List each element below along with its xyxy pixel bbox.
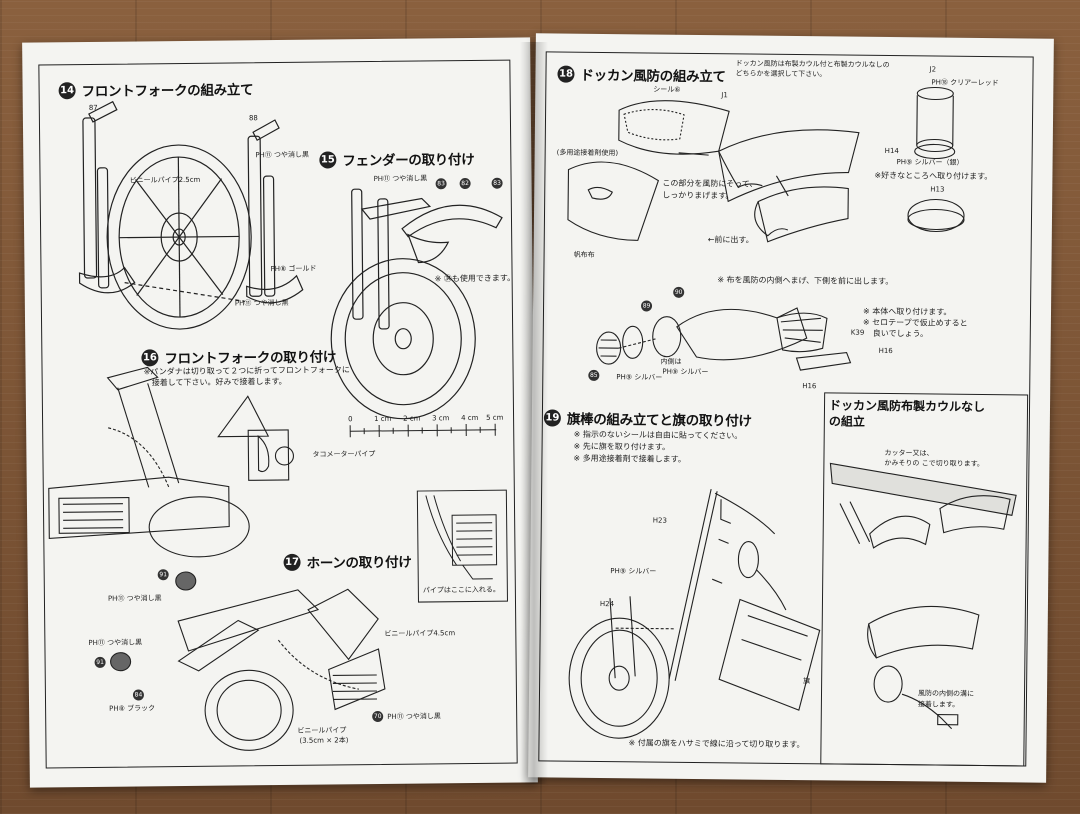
- part-h16a-label: H16: [878, 346, 893, 356]
- engine-pipe-illustration: [422, 495, 503, 582]
- step-19-number: 19: [543, 408, 561, 427]
- no-cowl-heading-line-1: ドッカン風防布製カウルなし: [828, 398, 986, 415]
- step-19-note-3: ※ 多用途接着剤で接着します。: [573, 453, 686, 464]
- groove-glue-illustration: [858, 604, 989, 735]
- lamp-illustration: [906, 85, 988, 236]
- step-19-note-2: ※ 先に旗を取り付けます。: [573, 441, 671, 452]
- ruler-tick-0: 0: [348, 415, 353, 424]
- step-19-note-1: ※ 指示のないシールは自由に貼ってください。: [573, 429, 743, 441]
- pipe-insert-note: パイプはここに入れる。: [422, 585, 500, 595]
- ruler-tick-5: 5 cm: [486, 413, 504, 422]
- headlight-assembly-illustration: [596, 296, 867, 389]
- body-mount-note-1: ※ 本体へ取り付けます。: [862, 306, 952, 317]
- black-paint-label: PH⑧ ブラック: [109, 704, 156, 713]
- step-18-number: 18: [557, 65, 575, 83]
- vinyl-pipe-45-label: ビニールパイプ4.5cm: [384, 629, 456, 638]
- step-18-desc-line-2: どちらかを選択して下さい。: [735, 69, 827, 79]
- part-91b-marker: 91: [94, 656, 106, 668]
- step-17-matte-black-label-3: PH⑪ つや消し黒: [387, 712, 441, 721]
- tacho-detail-illustration: [244, 426, 305, 487]
- horn-illustration: [158, 559, 390, 751]
- ruler-tick-4: 4 cm: [461, 413, 479, 423]
- cloth-fold-note: ※ 布を風防の内側へまげ、下側を前に出します。: [717, 275, 894, 287]
- no-cowl-heading: ドッカン風防布製カウルなし の組立: [829, 397, 985, 431]
- step-14-number: 14: [58, 81, 76, 99]
- part-j2-label: J2: [929, 65, 937, 74]
- step-17-matte-black-label-1: PH⑪ つや消し黒: [107, 594, 162, 603]
- step-17-matte-black-label-2: PH⑪ つや消し黒: [88, 638, 143, 648]
- scale-ruler: 0 1 cm 2 cm 3 cm 4 cm 5 cm: [348, 413, 503, 442]
- part-h14-label: H14: [884, 146, 899, 156]
- part-84-marker: 84: [132, 689, 145, 701]
- no-cowl-heading-line-2: の組立: [828, 414, 865, 429]
- windshield-assembly-illustration: [568, 90, 860, 263]
- right-page: 18 ドッカン風防の組み立て ドッカン風防は布製カウル付と布製カウルなしの どち…: [528, 33, 1054, 783]
- cutter-note-line-1: カッター又は、: [884, 448, 934, 458]
- fork-mounting-illustration: [47, 356, 289, 549]
- ruler-tick-1: 1 cm: [374, 414, 392, 424]
- cutter-illustration: [829, 463, 1020, 555]
- step-19-heading: 19 旗棒の組み立てと旗の取り付け: [543, 407, 752, 430]
- body-mount-note-2: ※ セロテープで仮止めすると: [862, 317, 968, 328]
- step-18-heading: 18 ドッカン風防の組み立て: [557, 64, 726, 86]
- ruler-tick-2: 2 cm: [403, 414, 421, 423]
- body-mount-note-3: 良いでしょう。: [872, 328, 929, 339]
- ruler-ticks: [348, 424, 498, 440]
- step-14-heading: 14 フロントフォークの組み立て: [58, 78, 254, 101]
- no-cowl-assembly-box: ドッカン風防布製カウルなし の組立 カッター又は、 かみそりの こで切り取ります…: [820, 392, 1029, 767]
- ruler-tick-3: 3 cm: [432, 414, 450, 423]
- step-14-title: フロントフォークの組み立て: [81, 82, 254, 101]
- step-19-title: 旗棒の組み立てと旗の取り付け: [566, 411, 752, 430]
- step-15-matte-black-label: PH⑪ つや消し黒: [373, 174, 428, 184]
- front-fork-illustration: [63, 106, 325, 339]
- tacho-pipe-label: タコメーターパイプ: [312, 450, 376, 459]
- fender-illustration: [322, 188, 514, 420]
- left-page: 14 フロントフォークの組み立て 87 88 PH⑪ つや消し黒 ビニールパイプ…: [22, 37, 538, 788]
- step-15-heading: 15 フェンダーの取り付け: [319, 148, 474, 170]
- step-15-number: 15: [319, 150, 337, 169]
- step-18-title: ドッカン風防の組み立て: [580, 67, 726, 86]
- step-19-bottom-note: ※ 付属の旗をハサミで線に沿って切り取ります。: [628, 738, 805, 750]
- engine-detail-box: パイプはここに入れる。: [416, 489, 508, 603]
- flag-pole-illustration: [569, 478, 832, 731]
- step-15-title: フェンダーの取り付け: [342, 151, 475, 170]
